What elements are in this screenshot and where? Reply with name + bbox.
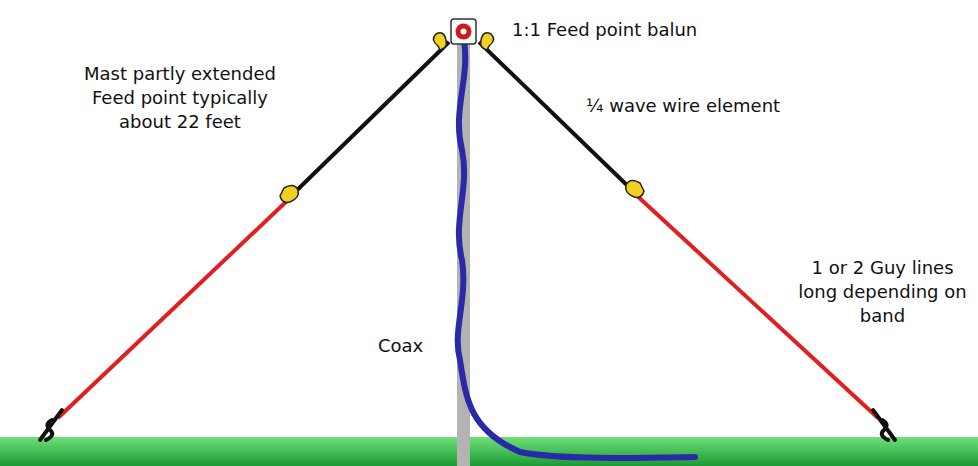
annotation-label: 1:1 Feed point balun	[512, 18, 772, 42]
balun-connector-centre	[461, 29, 467, 35]
ground	[0, 437, 978, 466]
balun-connector	[456, 24, 472, 40]
ground-stakes	[40, 410, 895, 440]
annotation-label: 1 or 2 Guy lines long depending on band	[795, 256, 970, 328]
annotation-label: ¼ wave wire element	[586, 94, 816, 118]
annotation-label: Mast partly extended Feed point typicall…	[65, 62, 295, 134]
annotation-label: Coax	[378, 334, 438, 358]
guy-lines	[58, 193, 878, 418]
balun-box	[451, 19, 476, 44]
